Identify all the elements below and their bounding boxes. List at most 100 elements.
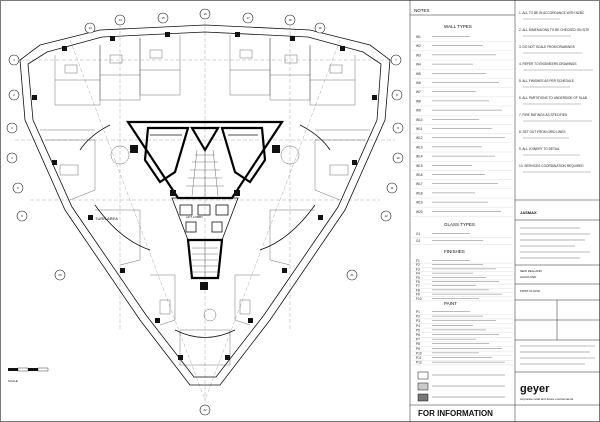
wall-type-code: W7 xyxy=(416,90,421,94)
wall-type-code: W1 xyxy=(416,35,421,39)
finish-code: F1 xyxy=(416,259,420,263)
floor-plan: 1 2 3 4 5 6 7 8 9 10 11 12 13 14 15 16 1… xyxy=(6,8,404,416)
wall-type-code: W12 xyxy=(416,136,423,140)
wall-type-code: W14 xyxy=(416,155,423,159)
wall-type-code: W17 xyxy=(416,182,423,186)
grid-bubbles xyxy=(6,8,404,416)
finish-code: F6 xyxy=(416,280,420,284)
legend-column: NOTES WALL TYPES W1W2W3W4W5W6W7W8W9W10W1… xyxy=(410,8,515,418)
slab-edge xyxy=(19,24,391,386)
paint-code: P1 xyxy=(416,310,420,314)
paint-code: P12 xyxy=(416,361,422,365)
finish-code: F3 xyxy=(416,267,420,271)
wall-types-title: WALL TYPES xyxy=(444,24,472,29)
note-item: 9. ALL JOINERY TO DETAIL xyxy=(519,147,560,151)
grid-bubble-labels: 1 2 3 4 5 6 7 8 9 10 11 12 13 14 15 16 1… xyxy=(11,12,400,412)
notes-list: 1. ALL TO BE IN ACCORDANCE WITH NZBC 2. A… xyxy=(519,11,593,173)
facade-columns xyxy=(32,32,377,360)
wall-types-list: W1W2W3W4W5W6W7W8W9W10W11W12W13W14W15W16W… xyxy=(412,35,513,217)
svg-text:19: 19 xyxy=(318,26,322,30)
paint-code: P4 xyxy=(416,324,420,328)
paint-title: PAINT xyxy=(444,301,457,306)
svg-text:8: 8 xyxy=(396,93,398,97)
core-detail xyxy=(186,149,224,197)
wall-type-code: W9 xyxy=(416,109,421,113)
grid-lines xyxy=(15,20,395,405)
glass-types-title: GLASS TYPES xyxy=(444,222,475,227)
label-turn-area: TURN AREA xyxy=(95,216,118,221)
company-logo: geyer xyxy=(520,383,550,395)
paint-code: P5 xyxy=(416,328,420,332)
svg-text:11: 11 xyxy=(390,186,393,190)
wall-type-code: W10 xyxy=(416,118,423,122)
note-item: 2. ALL DIMENSIONS TO BE CHECKED ON SITE xyxy=(519,28,589,32)
paint-code: P6 xyxy=(416,333,420,337)
note-item: 3. DO NOT SCALE FROM DRAWINGS xyxy=(519,45,575,49)
svg-text:6: 6 xyxy=(21,214,23,218)
wall-type-code: W5 xyxy=(416,72,421,76)
note-item: 8. SET OUT FROM GRID LINES xyxy=(519,130,565,134)
svg-text:16: 16 xyxy=(203,12,207,16)
wall-type-code: W4 xyxy=(416,63,421,67)
wall-type-code: W15 xyxy=(416,164,423,168)
svg-text:7: 7 xyxy=(395,58,397,62)
finish-code: F9 xyxy=(416,293,420,297)
svg-text:10: 10 xyxy=(396,156,400,160)
svg-text:22: 22 xyxy=(203,408,207,412)
finish-code: F2 xyxy=(416,263,420,267)
finish-code: F7 xyxy=(416,284,420,288)
wall-type-code: W16 xyxy=(416,173,423,177)
svg-text:21: 21 xyxy=(350,273,354,277)
wall-type-code: W13 xyxy=(416,145,423,149)
note-item: 4. REFER TO ENGINEERS DRAWINGS xyxy=(519,62,577,66)
paint-code: P2 xyxy=(416,315,420,319)
finish-code: F8 xyxy=(416,288,420,292)
wall-type-code: W18 xyxy=(416,191,423,195)
finish-code: F5 xyxy=(416,276,420,280)
wall-type-code: W19 xyxy=(416,201,423,205)
svg-text:1: 1 xyxy=(13,58,15,62)
wall-type-code: W20 xyxy=(416,210,423,214)
finishes-title: FINISHES xyxy=(444,249,465,254)
for-information-stamp: FOR INFORMATION xyxy=(418,409,493,418)
svg-text:15: 15 xyxy=(161,16,165,20)
paint-code: P8 xyxy=(416,342,420,346)
svg-text:20: 20 xyxy=(58,273,62,277)
title-block: 1. ALL TO BE IN ACCORDANCE WITH NZBC 2. A… xyxy=(515,11,600,406)
note-item: 7. FIRE RATINGS AS SPECIFIED xyxy=(519,113,568,117)
svg-text:4: 4 xyxy=(11,156,13,160)
company-tagline: corporate retail and future environments xyxy=(520,397,574,401)
scale-bar: SCALE xyxy=(8,367,49,383)
perimeter-rooms xyxy=(40,35,370,366)
wall-type-code: W8 xyxy=(416,99,421,103)
svg-text:9: 9 xyxy=(397,126,399,130)
svg-text:14: 14 xyxy=(118,18,122,22)
wall-type-code: W2 xyxy=(416,44,421,48)
paint-code: P10 xyxy=(416,351,422,355)
note-item: 6. ALL PARTITIONS TO UNDERSIDE OF SLAB xyxy=(519,96,587,100)
client-line-2: AUCKLAND xyxy=(520,275,537,279)
drawing-title: FIRST FLOOR xyxy=(520,289,541,293)
project-name: JASMAX xyxy=(520,210,537,215)
finish-code: F10 xyxy=(416,297,422,301)
wall-type-code: W3 xyxy=(416,53,421,57)
glass-type-code: G1 xyxy=(416,232,420,236)
wall-type-code: W6 xyxy=(416,81,421,85)
svg-text:5: 5 xyxy=(17,186,19,190)
feature-walls xyxy=(79,124,331,338)
svg-text:13: 13 xyxy=(88,26,92,30)
client-line-1: NEW ZEALAND xyxy=(520,269,543,273)
glass-type-code: G2 xyxy=(416,239,420,243)
finish-code: F4 xyxy=(416,272,420,276)
notes-title: NOTES xyxy=(414,8,430,13)
note-item: 1. ALL TO BE IN ACCORDANCE WITH NZBC xyxy=(519,11,585,15)
paint-code: P11 xyxy=(416,356,422,360)
paint-code: P3 xyxy=(416,319,420,323)
paint-code: P7 xyxy=(416,338,420,342)
wall-type-code: W11 xyxy=(416,127,423,131)
svg-text:17: 17 xyxy=(246,16,250,20)
